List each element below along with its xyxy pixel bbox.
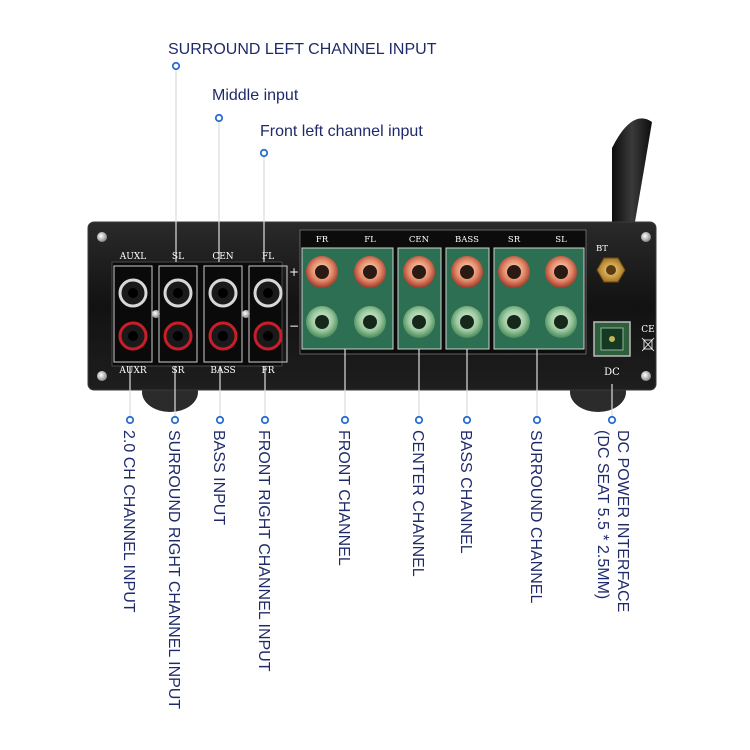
surround-right-input-label: SURROUND RIGHT CHANNEL INPUT — [165, 430, 182, 709]
minus-sign: − — [289, 319, 299, 333]
corner-screws — [97, 232, 651, 381]
bt-label: BT — [596, 244, 608, 254]
speaker-label-sr: SR — [508, 235, 521, 245]
dc-label: DC — [604, 367, 620, 378]
rca-label-fr: FR — [261, 366, 274, 376]
two-ch-input-label: 2.0 CH CHANNEL INPUT — [120, 430, 137, 613]
rca-label-auxr: AUXR — [118, 366, 146, 376]
dc-power-jack[interactable] — [593, 321, 631, 357]
callout-lines — [129, 66, 613, 418]
binding-post-fl-plus[interactable] — [354, 256, 386, 288]
binding-post-bass-plus[interactable] — [451, 256, 483, 288]
plus-sign: + — [289, 265, 299, 279]
surround-left-input-label: SURROUND LEFT CHANNEL INPUT — [168, 41, 437, 58]
speaker-label-sl: SL — [555, 235, 567, 245]
bt-antenna-connector[interactable] — [596, 257, 626, 283]
binding-post-sr-plus[interactable] — [498, 256, 530, 288]
rca-jack-bass[interactable] — [208, 321, 238, 351]
binding-post-fr-minus[interactable] — [306, 306, 338, 338]
dc-power-interface-label: DC POWER INTERFACE — [614, 430, 631, 612]
front-channel-label: FRONT CHANNEL — [335, 430, 352, 566]
speaker-label-bass: BASS — [455, 235, 479, 245]
rca-jack-auxl[interactable] — [118, 278, 148, 308]
rca-label-sr: SR — [172, 366, 185, 376]
rca-jack-cen[interactable] — [208, 278, 238, 308]
binding-post-bass-minus[interactable] — [451, 306, 483, 338]
rca-jack-auxr[interactable] — [118, 321, 148, 351]
rca-label-auxl: AUXL — [119, 252, 146, 262]
weee-bin-icon — [641, 337, 655, 352]
center-channel-label: CENTER CHANNEL — [409, 430, 426, 577]
binding-post-cen-minus[interactable] — [403, 306, 435, 338]
front-right-input-label: FRONT RIGHT CHANNEL INPUT — [255, 430, 272, 672]
binding-post-sl-plus[interactable] — [545, 256, 577, 288]
rca-label-fl: FL — [262, 252, 274, 262]
callout-dots — [125, 61, 617, 425]
rca-jack-fr[interactable] — [253, 321, 283, 351]
binding-post-cen-plus[interactable] — [403, 256, 435, 288]
rca-label-bass: BASS — [210, 366, 235, 376]
rca-label-cen: CEN — [212, 252, 233, 262]
rca-jack-fl[interactable] — [253, 278, 283, 308]
bass-channel-label: BASS CHANNEL — [457, 430, 474, 554]
panel-screw — [152, 310, 160, 318]
middle-input-label: Middle input — [212, 87, 299, 104]
speaker-label-fl: FL — [364, 235, 376, 245]
panel-screw — [242, 310, 250, 318]
rca-label-sl: SL — [172, 252, 184, 262]
binding-post-fr-plus[interactable] — [306, 256, 338, 288]
rca-jack-sr[interactable] — [163, 321, 193, 351]
dc-seat-spec-label: (DC SEAT 5.5 * 2.5MM) — [594, 430, 611, 599]
binding-post-sl-minus[interactable] — [545, 306, 577, 338]
front-left-input-label: Front left channel input — [260, 123, 423, 140]
binding-post-fl-minus[interactable] — [354, 306, 386, 338]
rca-jack-sl[interactable] — [163, 278, 193, 308]
surround-channel-label: SURROUND CHANNEL — [527, 430, 544, 603]
speaker-label-cen: CEN — [409, 235, 430, 245]
binding-post-sr-minus[interactable] — [498, 306, 530, 338]
bass-input-label: BASS INPUT — [210, 430, 227, 525]
ce-mark: CE — [641, 325, 654, 335]
speaker-label-fr: FR — [316, 235, 329, 245]
